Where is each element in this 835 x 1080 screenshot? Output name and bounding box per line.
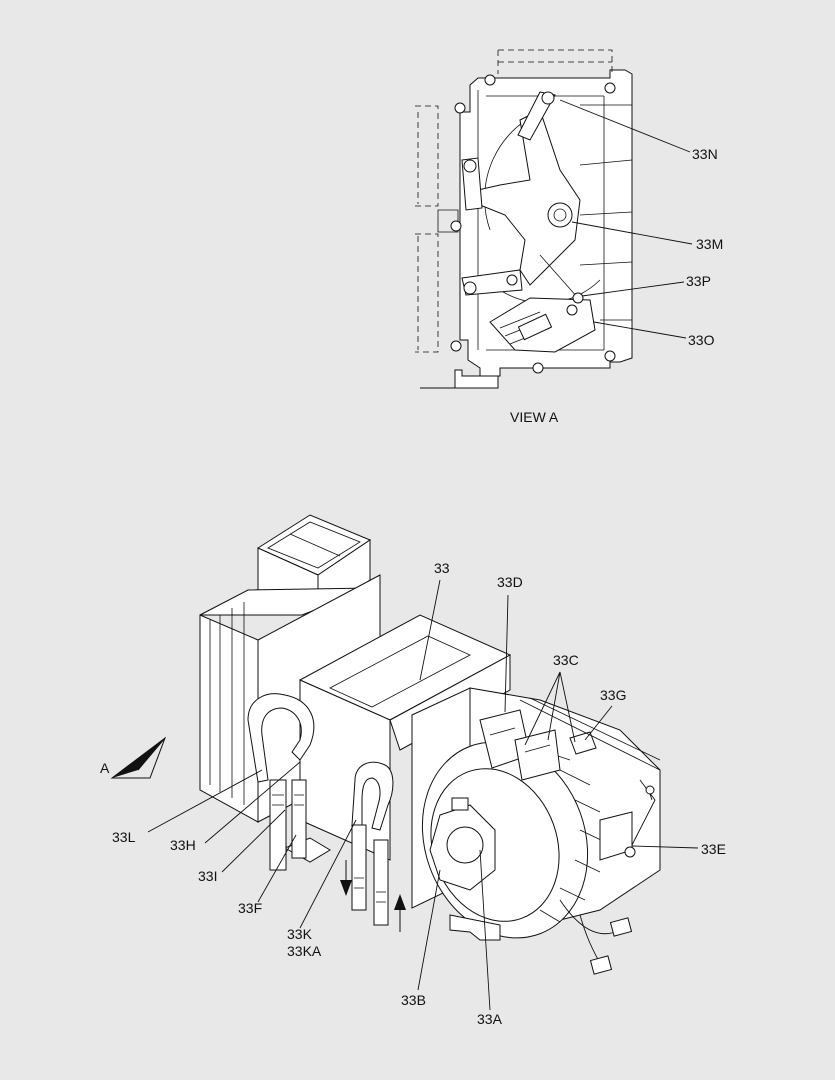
arrow-up-icon (394, 894, 406, 910)
callout-33l: 33L (112, 829, 136, 845)
water-pipe-2 (373, 839, 389, 926)
callout-33d: 33D (497, 574, 523, 590)
view-a-left-duct (415, 105, 439, 353)
callout-33h: 33H (170, 837, 196, 853)
callout-33p: 33P (686, 273, 711, 289)
callout-33k: 33K (287, 926, 312, 942)
filter-panel (329, 635, 471, 708)
view-a-duct-joint (437, 209, 459, 233)
view-a-fins (579, 104, 633, 321)
view-a-leader-33n (559, 99, 691, 153)
connector-2 (589, 955, 613, 975)
callout-33o: 33O (688, 332, 715, 348)
heater-pipe-2 (291, 779, 307, 859)
heater-hose-left (247, 693, 315, 783)
view-a-leader-33o (593, 321, 687, 339)
view-a-screws (450, 74, 616, 374)
view-a-leader-33p (581, 281, 685, 297)
view-a-leader-33m (571, 221, 693, 245)
callout-33e: 33E (701, 841, 726, 857)
callout-33f: 33F (238, 900, 263, 916)
view-arrow-label: A (100, 760, 110, 776)
callout-33c: 33C (553, 652, 579, 668)
small-actuator (569, 731, 597, 755)
water-pipe-1 (351, 824, 367, 911)
callout-33a: 33A (477, 1011, 502, 1027)
callout-33n: 33N (692, 146, 718, 162)
housing-left-face (299, 679, 391, 861)
arrow-down-icon (340, 880, 352, 896)
main-view-leaders (147, 579, 699, 1011)
main-view-drawing (110, 514, 699, 1011)
view-a-title: VIEW A (510, 409, 559, 425)
callout-33ka: 33KA (287, 943, 322, 959)
connector-1 (609, 917, 633, 937)
callout-33b: 33B (401, 992, 426, 1008)
callout-33g: 33G (600, 687, 627, 703)
heater-pipe-1 (269, 779, 287, 871)
callout-33i: 33I (198, 868, 218, 884)
view-a-top-dashed-box (497, 49, 613, 74)
callout-33: 33 (434, 560, 450, 576)
callout-33m: 33M (696, 236, 724, 252)
mount-flange-front (449, 914, 501, 941)
view-a-pivot (547, 202, 573, 228)
heater-hose-right (351, 761, 394, 831)
view-a-base-tab (420, 369, 499, 389)
view-a-drawing (415, 49, 693, 389)
